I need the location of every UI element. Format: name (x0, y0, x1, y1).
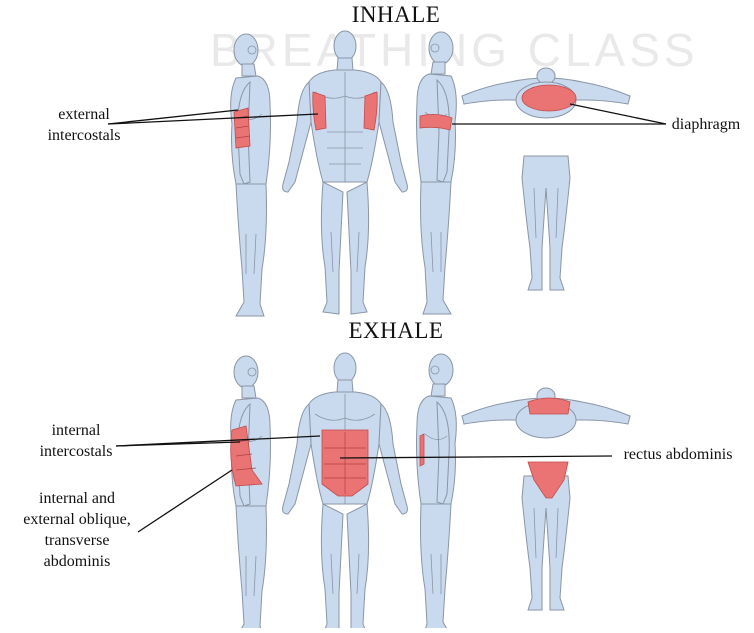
left-arm (282, 80, 312, 193)
label-line: internal and (39, 490, 115, 507)
external-intercostals-front-right (363, 91, 378, 131)
external-intercostals-front-left (312, 91, 327, 131)
ear (430, 365, 440, 375)
diaphragm-side-highlight (419, 114, 453, 131)
exhale-title: EXHALE (348, 318, 444, 343)
inhale-side-figure-left (230, 33, 271, 317)
head (333, 352, 357, 384)
head (233, 355, 259, 389)
label-obliques-transverse: internal and external oblique, transvers… (2, 488, 152, 572)
leg (235, 183, 267, 317)
external-intercostals-leader-a (107, 109, 239, 125)
muscle-lines (533, 187, 559, 239)
neck (430, 61, 446, 75)
head (428, 31, 454, 65)
head (428, 353, 454, 387)
inhale-side-figure-right (416, 31, 457, 315)
lower-abdominal-highlight (527, 461, 569, 499)
right-arm (378, 80, 408, 193)
label-line: external oblique, (23, 511, 131, 528)
label-line: abdominis (43, 553, 111, 570)
label-line: intercostals (47, 127, 121, 144)
label-external-intercostals: external intercostals (26, 104, 142, 146)
internal-intercostals-leader-b (115, 435, 321, 447)
label-line: internal (51, 422, 101, 439)
left-leg (320, 503, 344, 633)
ear (247, 367, 257, 377)
neck (336, 379, 354, 393)
diaphragm-dome-highlight (521, 84, 577, 112)
label-rectus-abdominis: rectus abdominis (608, 444, 748, 465)
diaphragm-leader-b (569, 103, 667, 125)
inhale-title: INHALE (351, 2, 441, 27)
label-internal-intercostals: internal intercostals (16, 420, 136, 462)
left-arm (282, 402, 312, 515)
leg (420, 181, 452, 315)
neck (241, 385, 257, 399)
exhale-pelvis-figure (461, 387, 631, 611)
neck (336, 57, 354, 71)
external-intercostals-leader-b (107, 113, 319, 125)
ear (247, 45, 257, 55)
label-line: external (58, 106, 110, 123)
exhale-side-figure-left (230, 355, 271, 633)
arm (436, 400, 450, 505)
label-diaphragm: diaphragm (660, 114, 752, 135)
head (333, 30, 357, 62)
exhale-side-figure-right (416, 353, 457, 633)
right-arm (378, 402, 408, 515)
muscle-lines (314, 72, 376, 273)
neck (430, 383, 446, 397)
inhale-front-figure (282, 30, 408, 315)
label-line: rectus abdominis (623, 446, 733, 463)
right-leg (346, 503, 370, 633)
rectus-abdominis-leader (339, 455, 613, 459)
head (233, 33, 259, 67)
label-line: transverse (44, 532, 110, 549)
upper-back-highlight (527, 397, 571, 415)
muscle-lines (424, 433, 448, 595)
muscle-lines (533, 507, 559, 559)
label-line: diaphragm (671, 116, 741, 133)
leg (420, 503, 452, 633)
watermark: BREATHING CLASS (210, 24, 699, 76)
side-abdominal-highlight (419, 433, 425, 467)
rectus-lines (324, 432, 366, 494)
neck (241, 63, 257, 77)
label-line: intercostals (39, 443, 113, 460)
pelvis-legs (521, 155, 571, 291)
ear (430, 43, 440, 53)
obliques-leader (137, 469, 233, 533)
leg (235, 505, 267, 633)
